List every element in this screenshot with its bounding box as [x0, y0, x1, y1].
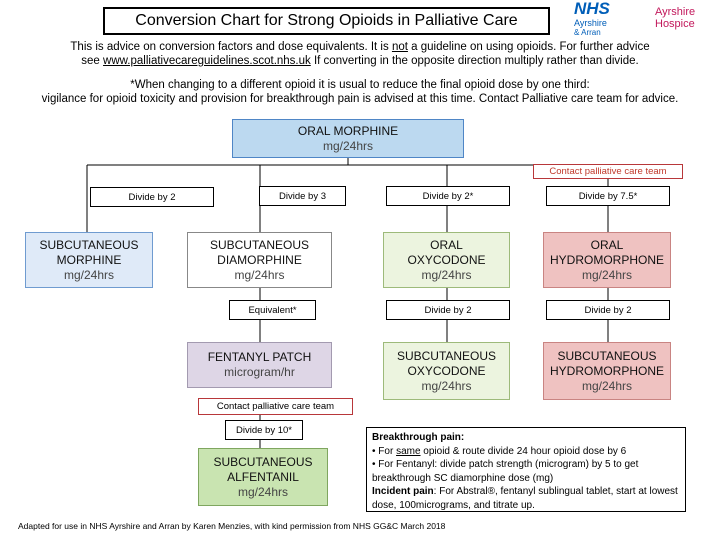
intro-not: not [391, 41, 408, 53]
bullet-same-text: opioid & route divide 24 hour opioid dos… [420, 445, 627, 457]
nhs-logo-sub1: Ayrshire [574, 18, 607, 28]
note-line2: vigilance for opioid toxicity and provis… [41, 93, 679, 105]
intro-line1-a: This is advice on conversion factors and… [70, 41, 392, 53]
sc-diamorphine-line2: DIAMORPHINE [217, 252, 302, 267]
incident-pain-text: Incident pain: For Abstral®, fentanyl su… [372, 485, 680, 512]
sc-alfentanil-line1: SUBCUTANEOUS [213, 454, 313, 469]
oral-oxycodone-line1: ORAL [430, 237, 463, 252]
note-line1: *When changing to a different opioid it … [130, 79, 590, 91]
breakthrough-bullet-fentanyl: • For Fentanyl: divide patch strength (m… [372, 459, 639, 484]
equivalent-label: Equivalent* [229, 300, 316, 320]
divide-label-oral-hydromorphone: Divide by 7.5* [546, 186, 670, 206]
sc-alfentanil-line2: ALFENTANIL [227, 469, 299, 484]
sc-oxycodone-unit: mg/24hrs [421, 378, 472, 393]
bullet-same-emphasis: same [396, 445, 421, 457]
fentanyl-patch-unit: microgram/hr [224, 365, 295, 379]
footer-credit: Adapted for use in NHS Ayrshire and Arra… [18, 521, 446, 531]
contact-team-label-bottom: Contact palliative care team [198, 398, 353, 415]
sc-diamorphine-line1: SUBCUTANEOUS [209, 237, 310, 252]
alfentanil-divide-label: Divide by 10* [225, 420, 303, 440]
sc-diamorphine-box: SUBCUTANEOUS DIAMORPHINE mg/24hrs [187, 232, 332, 288]
sc-oxycodone-line1: SUBCUTANEOUS [396, 348, 497, 363]
incident-pain-heading: Incident pain [372, 486, 434, 497]
sc-morphine-box: SUBCUTANEOUS MORPHINE mg/24hrs [25, 232, 153, 288]
breakthrough-bullet-same: • For same opioid & route divide 24 hour… [372, 445, 680, 459]
oral-morphine-unit: mg/24hrs [322, 138, 374, 153]
intro-text: This is advice on conversion factors and… [20, 40, 700, 68]
intro-line2-b: If converting in the opposite direction … [310, 55, 639, 67]
oral-morphine-name: ORAL MORPHINE [297, 123, 399, 138]
divide-label-sc-morphine: Divide by 2 [90, 187, 214, 207]
sc-diamorphine-unit: mg/24hrs [234, 267, 285, 282]
oral-hydromorphone-box: ORAL HYDROMORPHONE mg/24hrs [543, 232, 671, 288]
dose-reduction-note: *When changing to a different opioid it … [10, 78, 710, 106]
divide-label-oral-oxycodone: Divide by 2* [386, 186, 510, 206]
hydromorphone-divide-label: Divide by 2 [546, 300, 670, 320]
divide-label-sc-diamorphine: Divide by 3 [259, 186, 346, 206]
hospice-logo-line2: Hospice [655, 18, 695, 30]
contact-team-label-top: Contact palliative care team [533, 164, 683, 179]
hospice-logo-line1: Ayrshire [655, 6, 696, 18]
sc-oxycodone-box: SUBCUTANEOUS OXYCODONE mg/24hrs [383, 342, 510, 400]
breakthrough-heading: Breakthrough pain: [372, 432, 465, 443]
oral-oxycodone-line2: OXYCODONE [407, 252, 486, 267]
oral-oxycodone-unit: mg/24hrs [421, 267, 472, 282]
guidelines-link[interactable]: www.palliativecareguidelines.scot.nhs.uk [103, 55, 311, 67]
sc-hydromorphone-box: SUBCUTANEOUS HYDROMORPHONE mg/24hrs [543, 342, 671, 400]
page-title: Conversion Chart for Strong Opioids in P… [103, 7, 550, 35]
bullet-same-prefix: • For [372, 445, 397, 457]
sc-hydromorphone-unit: mg/24hrs [581, 378, 633, 393]
sc-hydromorphone-line2: HYDROMORPHONE [549, 363, 664, 378]
intro-line1-b: a guideline on using opioids. For furthe… [407, 41, 650, 53]
sc-morphine-line2: MORPHINE [56, 252, 122, 267]
hospice-logo: Ayrshire Hospice [655, 6, 715, 34]
sc-morphine-line1: SUBCUTANEOUS [39, 237, 139, 252]
intro-line2-a: see [81, 55, 104, 67]
fentanyl-patch-box: FENTANYL PATCH microgram/hr [187, 342, 332, 388]
oral-morphine-box: ORAL MORPHINE mg/24hrs [232, 119, 464, 158]
fentanyl-patch-name: FENTANYL PATCH [207, 350, 312, 364]
oxycodone-divide-label: Divide by 2 [386, 300, 510, 320]
oral-hydromorphone-line1: ORAL [590, 237, 624, 252]
sc-alfentanil-box: SUBCUTANEOUS ALFENTANIL mg/24hrs [198, 448, 328, 506]
sc-oxycodone-line2: OXYCODONE [407, 363, 486, 378]
sc-alfentanil-unit: mg/24hrs [237, 484, 289, 499]
breakthrough-pain-box: Breakthrough pain: • For same opioid & r… [366, 427, 686, 512]
sc-hydromorphone-line1: SUBCUTANEOUS [557, 348, 657, 363]
incident-pain-body: : For Abstral®, fentanyl sublingual tabl… [372, 486, 678, 511]
oral-hydromorphone-unit: mg/24hrs [581, 267, 633, 282]
sc-morphine-unit: mg/24hrs [63, 267, 115, 282]
oral-oxycodone-box: ORAL OXYCODONE mg/24hrs [383, 232, 510, 288]
nhs-logo-mark: NHS [574, 0, 610, 18]
nhs-logo: NHS Ayrshire & Arran [574, 0, 622, 40]
nhs-logo-sub2: & Arran [574, 28, 601, 37]
oral-hydromorphone-line2: HYDROMORPHONE [549, 252, 664, 267]
